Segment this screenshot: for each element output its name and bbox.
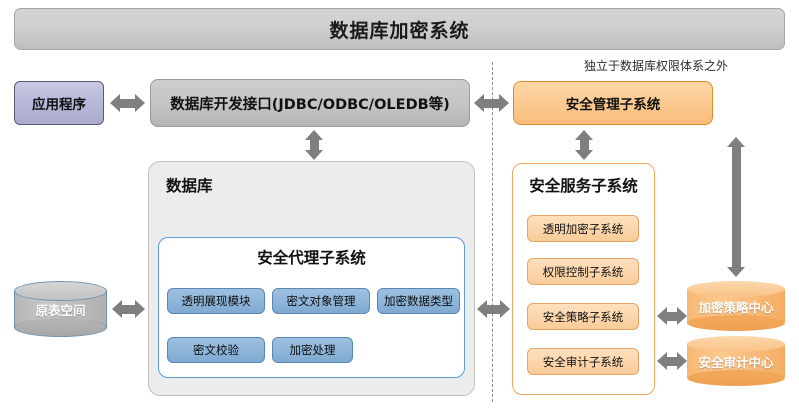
database-label: 数据库 xyxy=(166,177,213,195)
agent-module-ciphertext-verification[interactable]: 密文校验 xyxy=(167,337,265,363)
agent-module-ciphertext-object-management[interactable]: 密文对象管理 xyxy=(272,288,370,314)
service-module-permission-control[interactable]: 权限控制子系统 xyxy=(527,258,639,285)
independence-caption: 独立于数据库权限体系之外 xyxy=(583,58,728,73)
agent-module-transparent-display[interactable]: 透明展现模块 xyxy=(167,288,265,314)
encryption-policy-center-cylinder[interactable]: 加密策略中心 xyxy=(687,281,785,331)
security-audit-center-cylinder[interactable]: 安全审计中心 xyxy=(687,336,785,386)
database-api-box[interactable]: 数据库开发接口(JDBC/ODBC/OLEDB等) xyxy=(150,79,470,127)
security-audit-center-label: 安全审计中心 xyxy=(698,354,774,370)
encryption-policy-center-label: 加密策略中心 xyxy=(698,299,774,315)
arrow-management-to-centers-icon xyxy=(727,137,745,277)
arrow-management-to-service-icon xyxy=(575,130,593,160)
service-module-transparent-encryption[interactable]: 透明加密子系统 xyxy=(527,215,639,242)
arrow-audit-to-audit-center-icon xyxy=(657,352,687,370)
arrow-policy-to-encryption-center-icon xyxy=(657,307,687,325)
security-management-subsystem-box[interactable]: 安全管理子系统 xyxy=(513,81,713,125)
agent-module-encrypted-data-type[interactable]: 加密数据类型 xyxy=(377,288,460,314)
arrow-api-to-database-icon xyxy=(305,130,323,160)
application-box[interactable]: 应用程序 xyxy=(14,81,104,125)
arrow-database-to-service-icon xyxy=(477,300,510,318)
security-service-subsystem-title: 安全服务子系统 xyxy=(529,177,638,195)
cylinder-bottom xyxy=(14,318,107,337)
agent-module-encryption-processing[interactable]: 加密处理 xyxy=(272,337,353,363)
cylinder-top xyxy=(687,281,785,297)
original-tablespace-label: 原表空间 xyxy=(35,302,86,318)
arrow-api-to-management-icon xyxy=(474,94,509,112)
security-agent-subsystem-title: 安全代理子系统 xyxy=(257,249,366,267)
cylinder-top xyxy=(14,281,107,301)
diagram-title: 数据库加密系统 xyxy=(14,8,785,50)
cylinder-top xyxy=(687,336,785,352)
service-module-security-audit[interactable]: 安全审计子系统 xyxy=(527,348,639,375)
cylinder-bottom xyxy=(687,315,785,331)
vertical-dashed-divider xyxy=(492,62,493,402)
arrow-tablespace-to-database-icon xyxy=(112,300,145,318)
cylinder-bottom xyxy=(687,370,785,386)
arrow-app-to-api-icon xyxy=(110,94,145,112)
original-tablespace-cylinder[interactable]: 原表空间 xyxy=(14,281,107,337)
service-module-security-policy[interactable]: 安全策略子系统 xyxy=(527,303,639,330)
